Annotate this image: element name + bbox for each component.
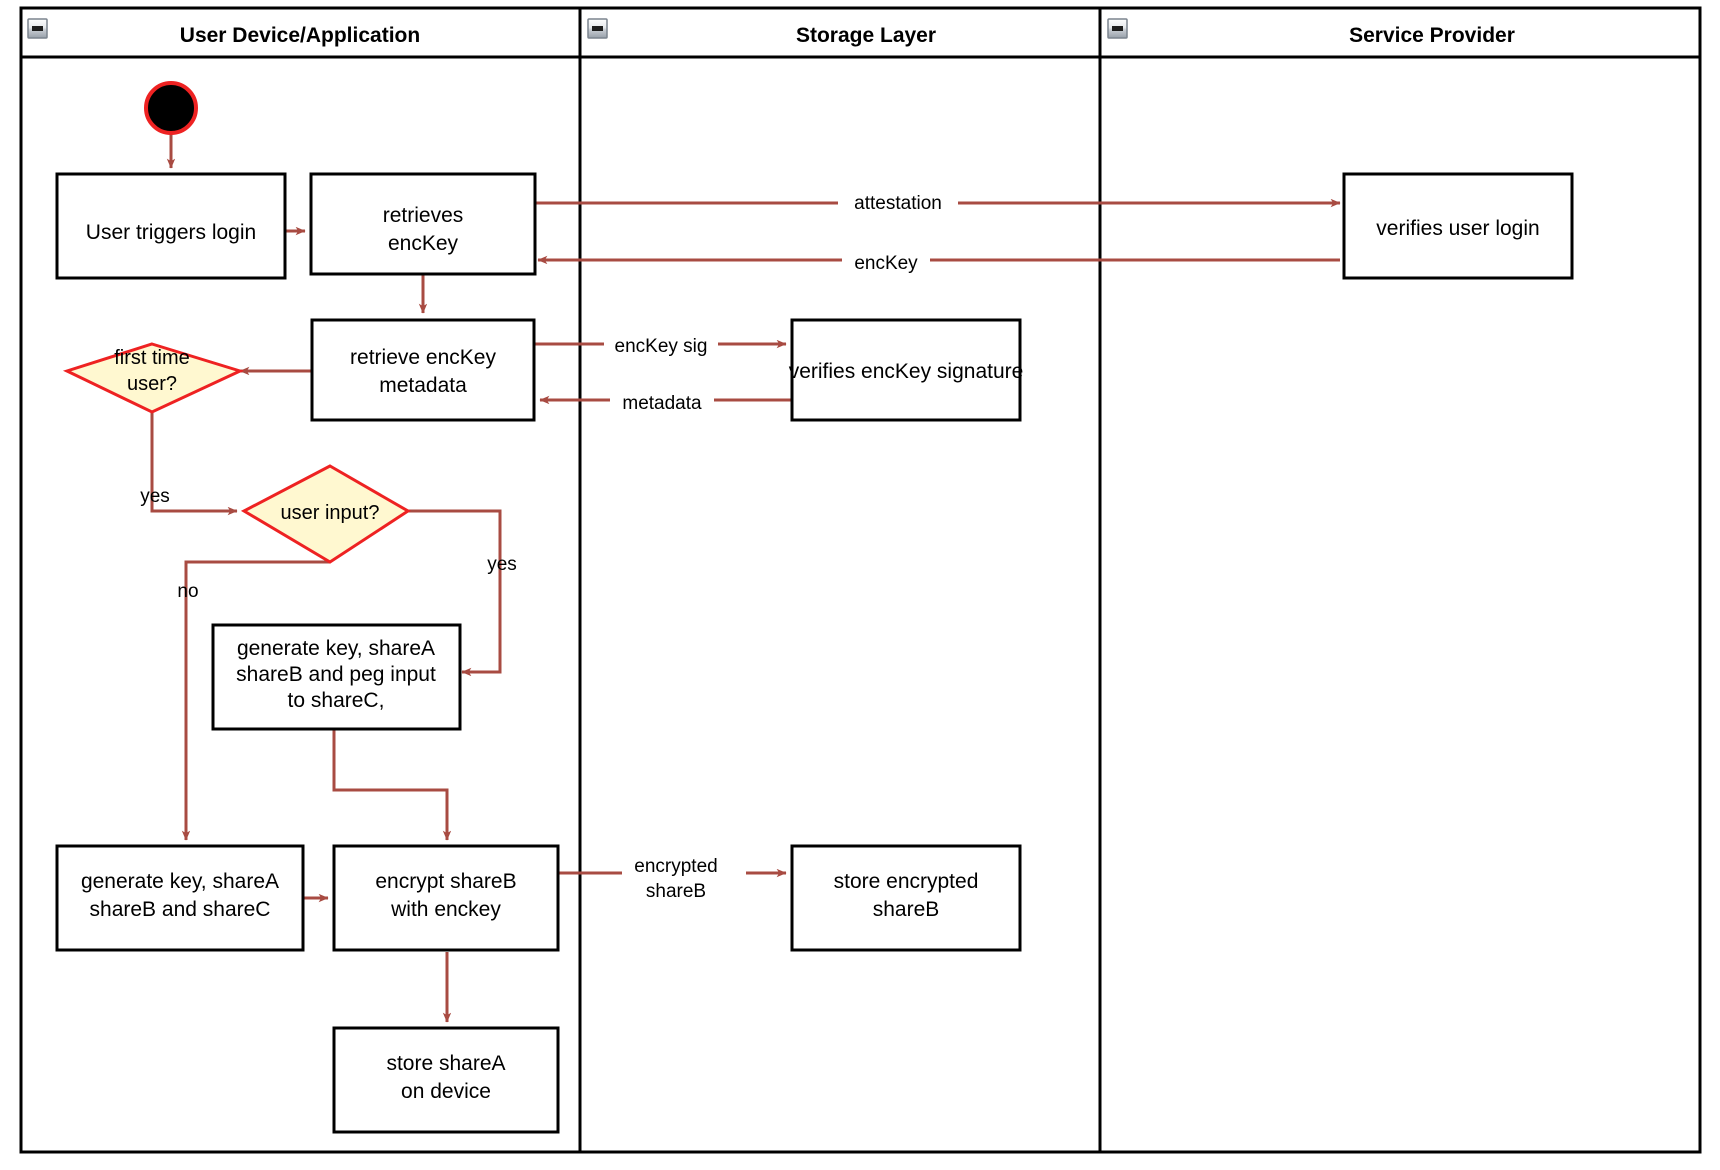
lane-title-user-device: User Device/Application — [180, 24, 420, 47]
node-verifies-enckey-signature[interactable]: verifies encKey signature — [789, 318, 1024, 422]
lane-header-storage: Storage Layer — [587, 18, 936, 47]
node-label-line2: shareB — [873, 898, 940, 921]
node-label-line1: retrieves — [383, 204, 464, 227]
edge-label-enckey-sig: encKey sig — [615, 336, 708, 357]
node-label-line2: with enckey — [390, 898, 501, 921]
node-retrieves-enckey[interactable]: retrieves encKey — [309, 172, 537, 276]
edge-label-no-user-input: no — [177, 581, 198, 602]
node-label-line1: store encrypted — [834, 870, 979, 893]
node-user-triggers-login[interactable]: User triggers login — [55, 172, 287, 280]
node-label-line1: verifies user login — [1376, 217, 1539, 240]
node-label-line2: on device — [401, 1080, 491, 1103]
edge-label-layer: attestation encKey encKey sig metadata y… — [140, 188, 958, 902]
edge-label-encrypted-line1: encrypted — [634, 856, 717, 877]
edge-label-yes-first-time: yes — [140, 486, 170, 507]
edge-label-enckey: encKey — [854, 253, 918, 274]
node-label-line1: generate key, shareA — [81, 870, 279, 893]
edge-label-encrypted-line2: shareB — [646, 881, 706, 902]
node-generate-peg[interactable]: generate key, shareA shareB and peg inpu… — [211, 623, 462, 731]
node-store-encrypted-shareb[interactable]: store encrypted shareB — [790, 844, 1022, 952]
node-label-line2: metadata — [379, 374, 467, 397]
edge-peg-to-encrypt — [332, 730, 452, 841]
node-store-sharea[interactable]: store shareA on device — [332, 1026, 560, 1134]
node-label-line2: encKey — [388, 232, 459, 255]
node-label-line2: shareB and shareC — [90, 898, 271, 921]
node-label-line1: verifies encKey signature — [789, 360, 1024, 383]
edge-label-attestation: attestation — [854, 193, 942, 214]
lane-header-user-device: User Device/Application — [27, 18, 420, 47]
node-first-time-user[interactable]: first time user? — [62, 342, 245, 414]
node-retrieve-enckey-metadata[interactable]: retrieve encKey metadata — [310, 318, 536, 422]
lane-title-service-provider: Service Provider — [1349, 24, 1515, 47]
node-label-line1: encrypt shareB — [375, 870, 516, 893]
node-start[interactable] — [144, 81, 198, 135]
node-label-line3: to shareC, — [288, 689, 385, 712]
node-encrypt-shareb[interactable]: encrypt shareB with enckey — [332, 844, 560, 952]
node-label: User triggers login — [86, 221, 256, 244]
node-label-line2: shareB and peg input — [236, 663, 436, 686]
lane-header-service-provider: Service Provider — [1107, 18, 1515, 47]
node-label-line2: user? — [127, 373, 177, 395]
node-generate-shares[interactable]: generate key, shareA shareB and shareC — [55, 844, 305, 952]
minus-box-icon[interactable] — [587, 18, 608, 39]
node-label-line1: retrieve encKey — [350, 346, 496, 369]
edge-label-metadata: metadata — [622, 393, 702, 414]
minus-box-icon[interactable] — [1107, 18, 1128, 39]
node-label-line1: first time — [114, 347, 190, 369]
minus-box-icon[interactable] — [27, 18, 48, 39]
edge-label-yes-user-input: yes — [487, 554, 517, 575]
node-verifies-user-login[interactable]: verifies user login — [1342, 172, 1574, 280]
edge-userinput-no — [181, 560, 330, 841]
node-label-line1: generate key, shareA — [237, 637, 435, 660]
node-label-line1: store shareA — [386, 1052, 505, 1075]
node-label-line1: user input? — [281, 502, 380, 524]
node-user-input[interactable]: user input? — [240, 464, 411, 564]
edge-userinput-yes — [408, 509, 502, 677]
lane-title-storage: Storage Layer — [796, 24, 936, 47]
edge-firsttime-yes — [150, 413, 238, 516]
